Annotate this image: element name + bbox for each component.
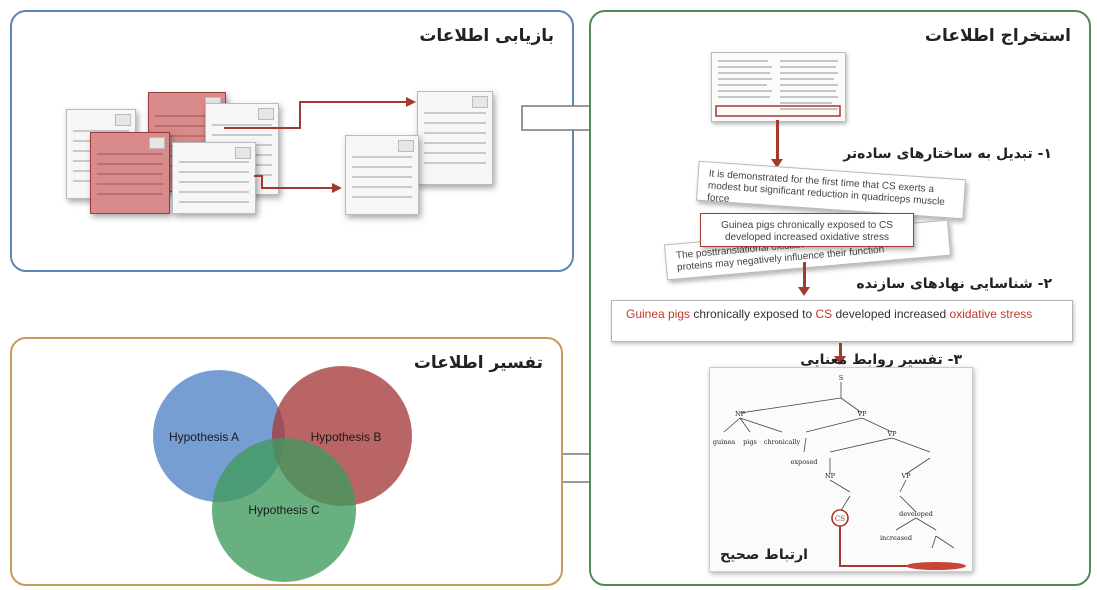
- step2-arrow: [798, 262, 810, 296]
- extraction-panel-title: استخراج اطلاعات: [924, 26, 1071, 46]
- step2-label: ۲- شناسایی نهادهای سازنده: [856, 276, 1052, 292]
- selection-arrows: [224, 97, 416, 193]
- sentence-part-1: chronically exposed to: [690, 307, 816, 321]
- tree-node-vp-2: VP: [886, 430, 897, 438]
- entity-sentence: Guinea pigs chronically exposed to CS de…: [611, 300, 1073, 342]
- tree-word-pigs: pigs: [743, 438, 757, 446]
- document-selected-2: [345, 135, 419, 215]
- document-red-2: [90, 132, 170, 214]
- tree-node-root: S: [839, 374, 843, 382]
- retrieval-panel-title: بازیابی اطلاعات: [419, 26, 554, 46]
- tree-node-np-1: NP: [735, 410, 746, 418]
- sentence-card-2: Guinea pigs chronically exposed to CS de…: [700, 213, 914, 247]
- hypothesis-b-label: Hypothesis B: [311, 430, 382, 444]
- source-document: [711, 52, 846, 122]
- sentence-card-2-text: Guinea pigs chronically exposed to CS de…: [721, 220, 893, 243]
- hypothesis-a-label: Hypothesis A: [169, 430, 239, 444]
- tree-node-np-2: NP: [825, 472, 836, 480]
- step1-label: ۱- تبدیل به ساختارهای ساده‌تر: [843, 146, 1052, 162]
- tree-word-guinea: guinea: [713, 438, 735, 446]
- hypothesis-c-circle: [212, 438, 356, 582]
- tree-word-developed: developed: [899, 510, 933, 518]
- document-gray-3: [172, 142, 256, 214]
- sentence-part-2: developed increased: [832, 307, 950, 321]
- entity-cs: CS: [815, 307, 833, 321]
- interpretation-panel-title: تفسیر اطلاعات: [413, 353, 543, 373]
- document-selected-1: [417, 91, 493, 185]
- tree-word-chronically: chronically: [764, 438, 801, 446]
- tree-node-vp-1: VP: [856, 410, 867, 418]
- entity-oxidative-stress: oxidative stress: [949, 307, 1033, 321]
- parse-tree: S NP VP guinea pigs chronically VP expos…: [709, 367, 973, 572]
- hypothesis-venn-diagram: Hypothesis A Hypothesis B Hypothesis C: [153, 366, 412, 582]
- entity-guinea-pigs: Guinea pigs: [626, 307, 691, 321]
- step3-arrow: [834, 343, 846, 365]
- tree-word-cs: CS: [835, 515, 845, 523]
- tree-word-increased: increased: [880, 534, 912, 542]
- tree-node-vp-3: VP: [900, 472, 911, 480]
- tree-footer-label: ارتباط صحیح: [720, 547, 808, 563]
- tree-word-exposed: exposed: [791, 458, 818, 466]
- hypothesis-c-label: Hypothesis C: [248, 503, 320, 517]
- step1-arrow: [771, 120, 783, 168]
- step3-label: ۳- تفسیر روابط معنایی: [800, 352, 962, 368]
